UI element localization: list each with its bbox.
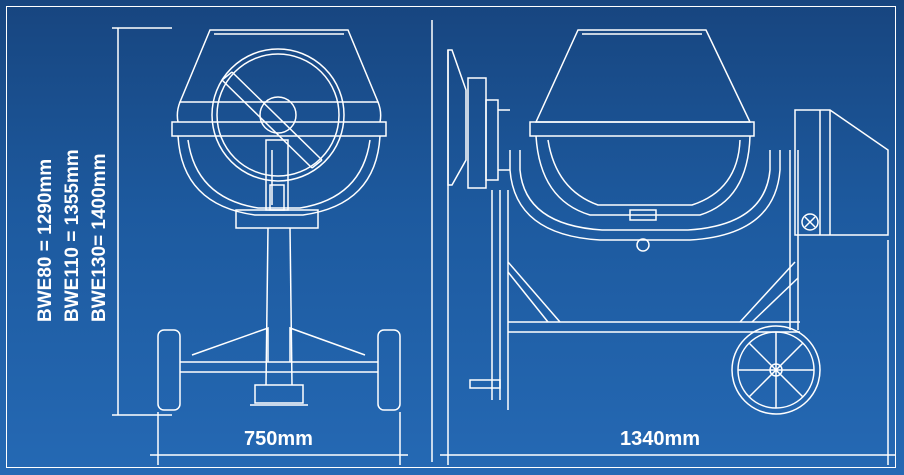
height-label-bwe130: BWE130= 1400mm [89, 153, 110, 322]
front-view-mixer [157, 29, 401, 411]
side-width-dimension-line [440, 50, 896, 465]
side-view-mixer [447, 29, 889, 415]
front-width-dimension-line [150, 412, 408, 465]
width-label-side: 1340mm [620, 428, 701, 450]
width-label-front: 750mm [244, 428, 313, 450]
height-label-bwe80: BWE80 = 1290mm [35, 158, 56, 322]
height-dimension-line [112, 27, 172, 416]
outer-frame [6, 6, 896, 468]
height-label-bwe110: BWE110 = 1355mm [62, 149, 83, 322]
